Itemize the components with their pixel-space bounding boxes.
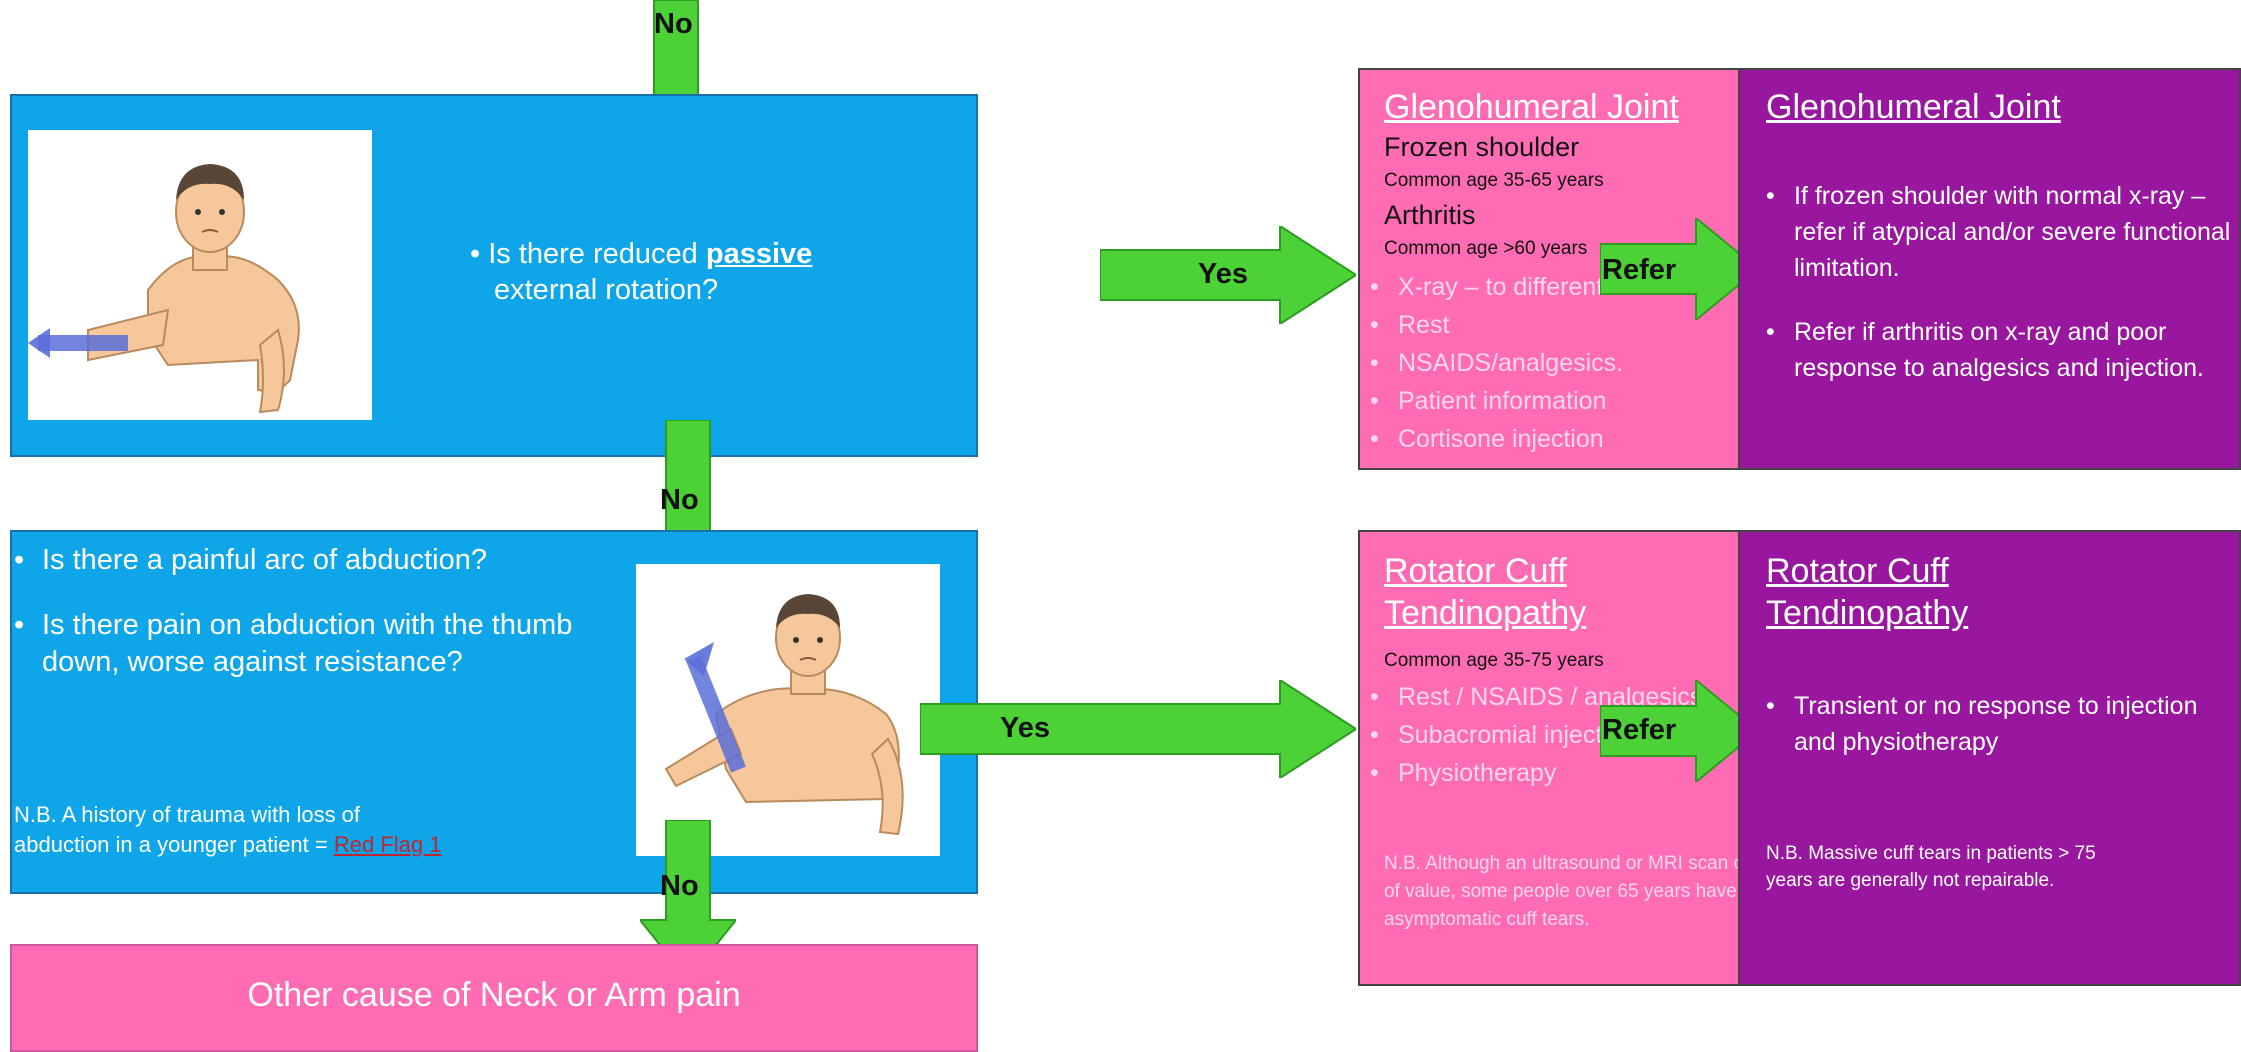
right-arrow-refer-top <box>1600 218 1758 320</box>
list-item: If frozen shoulder with normal x-ray – r… <box>1766 178 2236 286</box>
gh-treatment-list: X-ray – to differentiate. Rest NSAIDS/an… <box>1370 268 1650 458</box>
shoulder-figure-icon <box>28 164 300 414</box>
list-item: NSAIDS/analgesics. <box>1370 344 1650 382</box>
gh-frozen-shoulder: Frozen shoulder <box>1384 132 1580 162</box>
rc-age: Common age 35-75 years <box>1384 650 1604 671</box>
arrow-label-yes-top: Yes <box>1198 258 1248 290</box>
red-flag-link[interactable]: Red Flag 1 <box>333 832 442 857</box>
rc-treatment-title: Rotator Cuff Tendinopathy <box>1384 552 1587 632</box>
list-item: Refer if arthritis on x-ray and poor res… <box>1766 314 2236 386</box>
list-item: Subacromial injection <box>1370 716 1702 754</box>
list-item: Physiotherapy <box>1370 754 1702 792</box>
list-item: Cortisone injection <box>1370 420 1650 458</box>
rc-treatment-list: Rest / NSAIDS / analgesics Subacromial i… <box>1370 678 1702 792</box>
arrow-label-refer-top: Refer <box>1602 254 1677 286</box>
shoulder-abduction-figure-icon <box>664 594 904 836</box>
arrow-label-no-top: No <box>654 8 693 40</box>
arrow-label-yes-middle: Yes <box>1000 712 1050 744</box>
rc-refer-note: N.B. Massive cuff tears in patients > 75… <box>1766 843 2096 891</box>
arrow-label-no-middle: No <box>660 484 699 516</box>
rotator-cuff-refer-box: Rotator Cuff Tendinopathy Transient or n… <box>1738 530 2241 986</box>
question2-list: Is there a painful arc of abduction? Is … <box>14 542 632 681</box>
list-item: Is there pain on abduction with the thum… <box>14 607 632 681</box>
gh-age-arthritis: Common age >60 years <box>1384 238 1588 259</box>
other-cause-box: Other cause of Neck or Arm pain <box>10 944 978 1052</box>
passive-emphasis: passive <box>705 238 813 270</box>
rc-refer-list: Transient or no response to injection an… <box>1766 688 2206 760</box>
right-arrow-yes-top <box>1100 226 1356 324</box>
arrow-label-refer-middle: Refer <box>1602 714 1677 746</box>
question2-note: N.B. A history of trauma with loss of ab… <box>14 802 442 857</box>
gh-treatment-title: Glenohumeral Joint <box>1384 88 1679 126</box>
list-item: Transient or no response to injection an… <box>1766 688 2206 760</box>
gh-refer-list: If frozen shoulder with normal x-ray – r… <box>1766 178 2236 386</box>
gh-arthritis: Arthritis <box>1384 200 1476 230</box>
right-arrow-refer-middle <box>1600 680 1758 782</box>
other-cause-label: Other cause of Neck or Arm pain <box>247 976 741 1014</box>
glenohumeral-refer-box: Glenohumeral Joint If frozen shoulder wi… <box>1738 68 2241 470</box>
arrow-label-no-bottom: No <box>660 870 699 902</box>
painful-arc-illustration <box>636 564 940 856</box>
rc-refer-title: Rotator Cuff Tendinopathy <box>1766 552 1969 632</box>
rc-treatment-note: N.B. Although an ultrasound or MRI scan … <box>1384 853 1791 930</box>
list-item: Patient information <box>1370 382 1650 420</box>
list-item: Is there a painful arc of abduction? <box>14 542 632 579</box>
list-item: Rest <box>1370 306 1650 344</box>
gh-age-frozen: Common age 35-65 years <box>1384 170 1604 191</box>
gh-refer-title: Glenohumeral Joint <box>1766 88 2061 126</box>
question1-text: • Is there reduced passive external rota… <box>470 238 813 306</box>
right-arrow-yes-middle <box>920 680 1356 778</box>
external-rotation-illustration <box>28 130 372 420</box>
